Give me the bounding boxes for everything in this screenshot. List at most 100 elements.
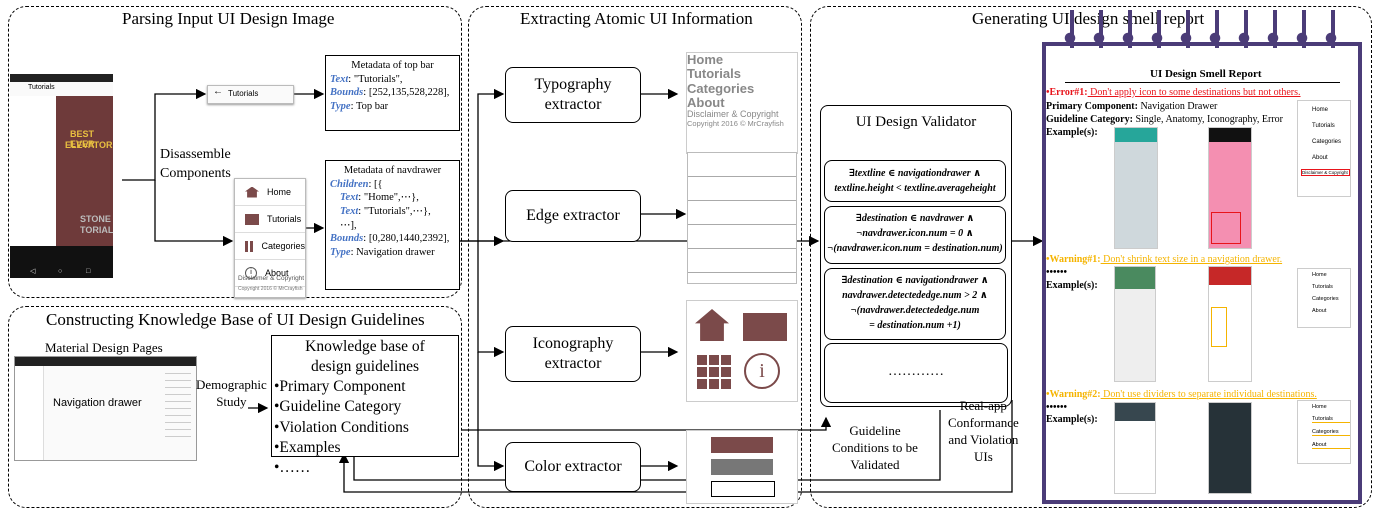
metadata-navdrawer: Metadata of navdrawer Children: [{ Text:… [325, 160, 460, 290]
metadata-text-key: Text [330, 73, 349, 85]
navdrawer-component: Home Tutorials Categories i About Discla… [234, 178, 306, 298]
folder-icon [743, 313, 787, 341]
warning2-text: Don't use dividers to separate individua… [1100, 389, 1317, 400]
warning2-example-ui-1-header [1115, 403, 1155, 421]
warning1-navdrawer-thumb: Home Tutorials Categories About [1297, 268, 1351, 328]
rule-destination-icon: ∃destination ∈ navdrawer ∧ ¬navdrawer.ic… [824, 206, 1006, 264]
navdrawer-row-categories: Categories [235, 233, 305, 260]
disassemble-label: Disassemble Components [160, 147, 231, 181]
primary-component-line: Primary Component: Navigation Drawer [1046, 101, 1217, 114]
warning1-example-ui-2-header [1209, 267, 1251, 285]
warning1-line: •Warning#1: Don't shrink text size in a … [1046, 254, 1282, 267]
phone-promo-line-2: ELEVATOR [65, 140, 113, 150]
warning2-example-ui-2 [1208, 402, 1252, 494]
navdrawer-tutorials-label: Tutorials [267, 214, 302, 224]
md-page-toc [165, 373, 191, 443]
grid-icon [697, 355, 731, 389]
rule2-line2: ¬navdrawer.icon.num = 0 ∧ [856, 228, 974, 239]
warning2-dots: •••••• [1046, 402, 1068, 413]
home-icon [695, 309, 729, 341]
navdrawer-row-home: Home [235, 179, 305, 206]
phone-promo-line-1: BEST EVER [70, 129, 95, 149]
phone-status-bar [10, 74, 113, 82]
primary-component-label: Primary Component: [1046, 101, 1138, 112]
warning1-nav-tutorials: Tutorials [1312, 284, 1333, 290]
error1-highlight-box [1211, 212, 1241, 244]
guideline-category-value: Single, Anatomy, Iconography, Error [1132, 114, 1283, 125]
phone-promo-line-4: TORIAL [80, 225, 114, 235]
warning1-highlight-box [1211, 307, 1227, 347]
phone-nav-bar [10, 262, 113, 278]
phone-nav-recent-icon: □ [86, 267, 91, 275]
report-title-rule [1065, 82, 1340, 83]
warning1-example-ui-2 [1208, 266, 1252, 382]
metadata-type-value: : Top bar [350, 100, 389, 112]
warning2-line: •Warning#2: Don't use dividers to separa… [1046, 389, 1317, 402]
metadata-child-text-value-2: : "Tutorials",⋯}, [358, 205, 431, 217]
iconography-output: i [686, 300, 798, 402]
error1-nav-home: Home [1312, 107, 1329, 113]
primary-component-value: Navigation Drawer [1137, 101, 1218, 112]
folder-icon [245, 213, 259, 225]
typo-sample-home: Home [687, 52, 724, 67]
rule2-line1: ∃destination ∈ navdrawer ∧ [855, 213, 975, 224]
metadata-type-key: Type [330, 100, 351, 112]
metadata-children-ellipsis: ⋯], [340, 219, 357, 231]
edge-extractor: Edge extractor [505, 190, 641, 242]
typo-sample-copyright: Copyright 2016 © MrCrayfish [687, 119, 784, 129]
warning2-nav-tutorials: Tutorials [1312, 416, 1350, 423]
warning1-nav-about: About [1312, 308, 1327, 314]
error1-nav-footer: Disclaimer & Copyright [1301, 169, 1350, 176]
error1-nav-tutorials: Tutorials [1312, 123, 1335, 129]
navdrawer-row-about: i About [235, 260, 305, 287]
knowledge-base-box: Knowledge base of design guidelines •Pri… [271, 335, 459, 476]
guideline-category-label: Guideline Category: [1046, 114, 1133, 125]
guideline-category-line: Guideline Category: Single, Anatomy, Ico… [1046, 114, 1283, 127]
real-app-label: Real-app Conformance and Violation UIs [948, 398, 1019, 464]
metadata-nav-bounds-value: : [0,280,1440,2392], [363, 233, 450, 245]
warning2-navdrawer-thumb: Home Tutorials Categories About [1297, 400, 1351, 464]
material-design-page-screenshot: Navigation drawer [14, 356, 197, 461]
phone-app-bar [10, 82, 113, 96]
navdrawer-categories-label: Categories [261, 241, 305, 251]
topbar-component: ← Tutorials [207, 85, 294, 104]
kb-item-more: •…… [274, 458, 311, 476]
typo-sample-categories: Categories [687, 80, 755, 96]
color-swatch-white [711, 481, 775, 497]
error1-line: •Error#1: Don't apply icon to some desti… [1046, 87, 1301, 100]
rule-icon-condition: ∃textline ∈ navigationdrawer ∧ textline.… [824, 160, 1006, 202]
panel-extracting-title: Extracting Atomic UI Information [520, 9, 753, 28]
navdrawer-copyright: Copyright 2016 © MrCrayfish [238, 286, 303, 292]
notebook-ring-dots [1064, 32, 1354, 44]
md-page-header [15, 357, 196, 366]
warning1-nav-home: Home [1312, 272, 1327, 278]
warning1-examples-label: Example(s): [1046, 280, 1098, 291]
error1-example-ui-2-header [1209, 128, 1251, 142]
warning2-example-ui-1 [1114, 402, 1156, 494]
info-icon: i [744, 353, 780, 389]
guideline-conditions-label: Guideline Conditions to be Validated [832, 423, 918, 472]
rule2-line3: ¬(navdrawer.icon.num = destination.num) [827, 243, 1003, 254]
error1-nav-categories: Categories [1312, 139, 1342, 145]
iconography-extractor: Iconography extractor [505, 326, 641, 382]
typography-extractor: Typography extractor [505, 67, 641, 123]
knowledge-base-title: Knowledge base of design guidelines [305, 338, 425, 376]
navdrawer-footer: Disclaimer & Copyright [238, 275, 305, 282]
warning1-dots: •••••• [1046, 267, 1068, 278]
phone-drawer [10, 96, 56, 246]
rule3-line4: = destination.num +1) [869, 320, 961, 331]
rule1-line1: ∃textline ∈ navigationdrawer ∧ [848, 168, 982, 179]
metadata-bounds-key: Bounds [330, 87, 364, 99]
metadata-child-text-value-1: : "Home",⋯}, [358, 192, 419, 204]
navdrawer-row-tutorials: Tutorials [235, 206, 305, 233]
warning1-nav-categories: Categories [1312, 296, 1339, 302]
metadata-topbar-title: Metadata of top bar [351, 60, 434, 71]
rule3-line1: ∃destination ∈ navigationdrawer ∧ [841, 275, 989, 286]
material-design-label: Material Design Pages [45, 340, 163, 355]
panel-report [810, 6, 1372, 508]
md-page-sidebar [15, 366, 44, 460]
rule-more-ellipsis: ………… [888, 364, 944, 379]
typo-sample-tutorials: Tutorials [687, 66, 741, 82]
metadata-bounds-value: : [252,135,528,228], [363, 87, 450, 99]
